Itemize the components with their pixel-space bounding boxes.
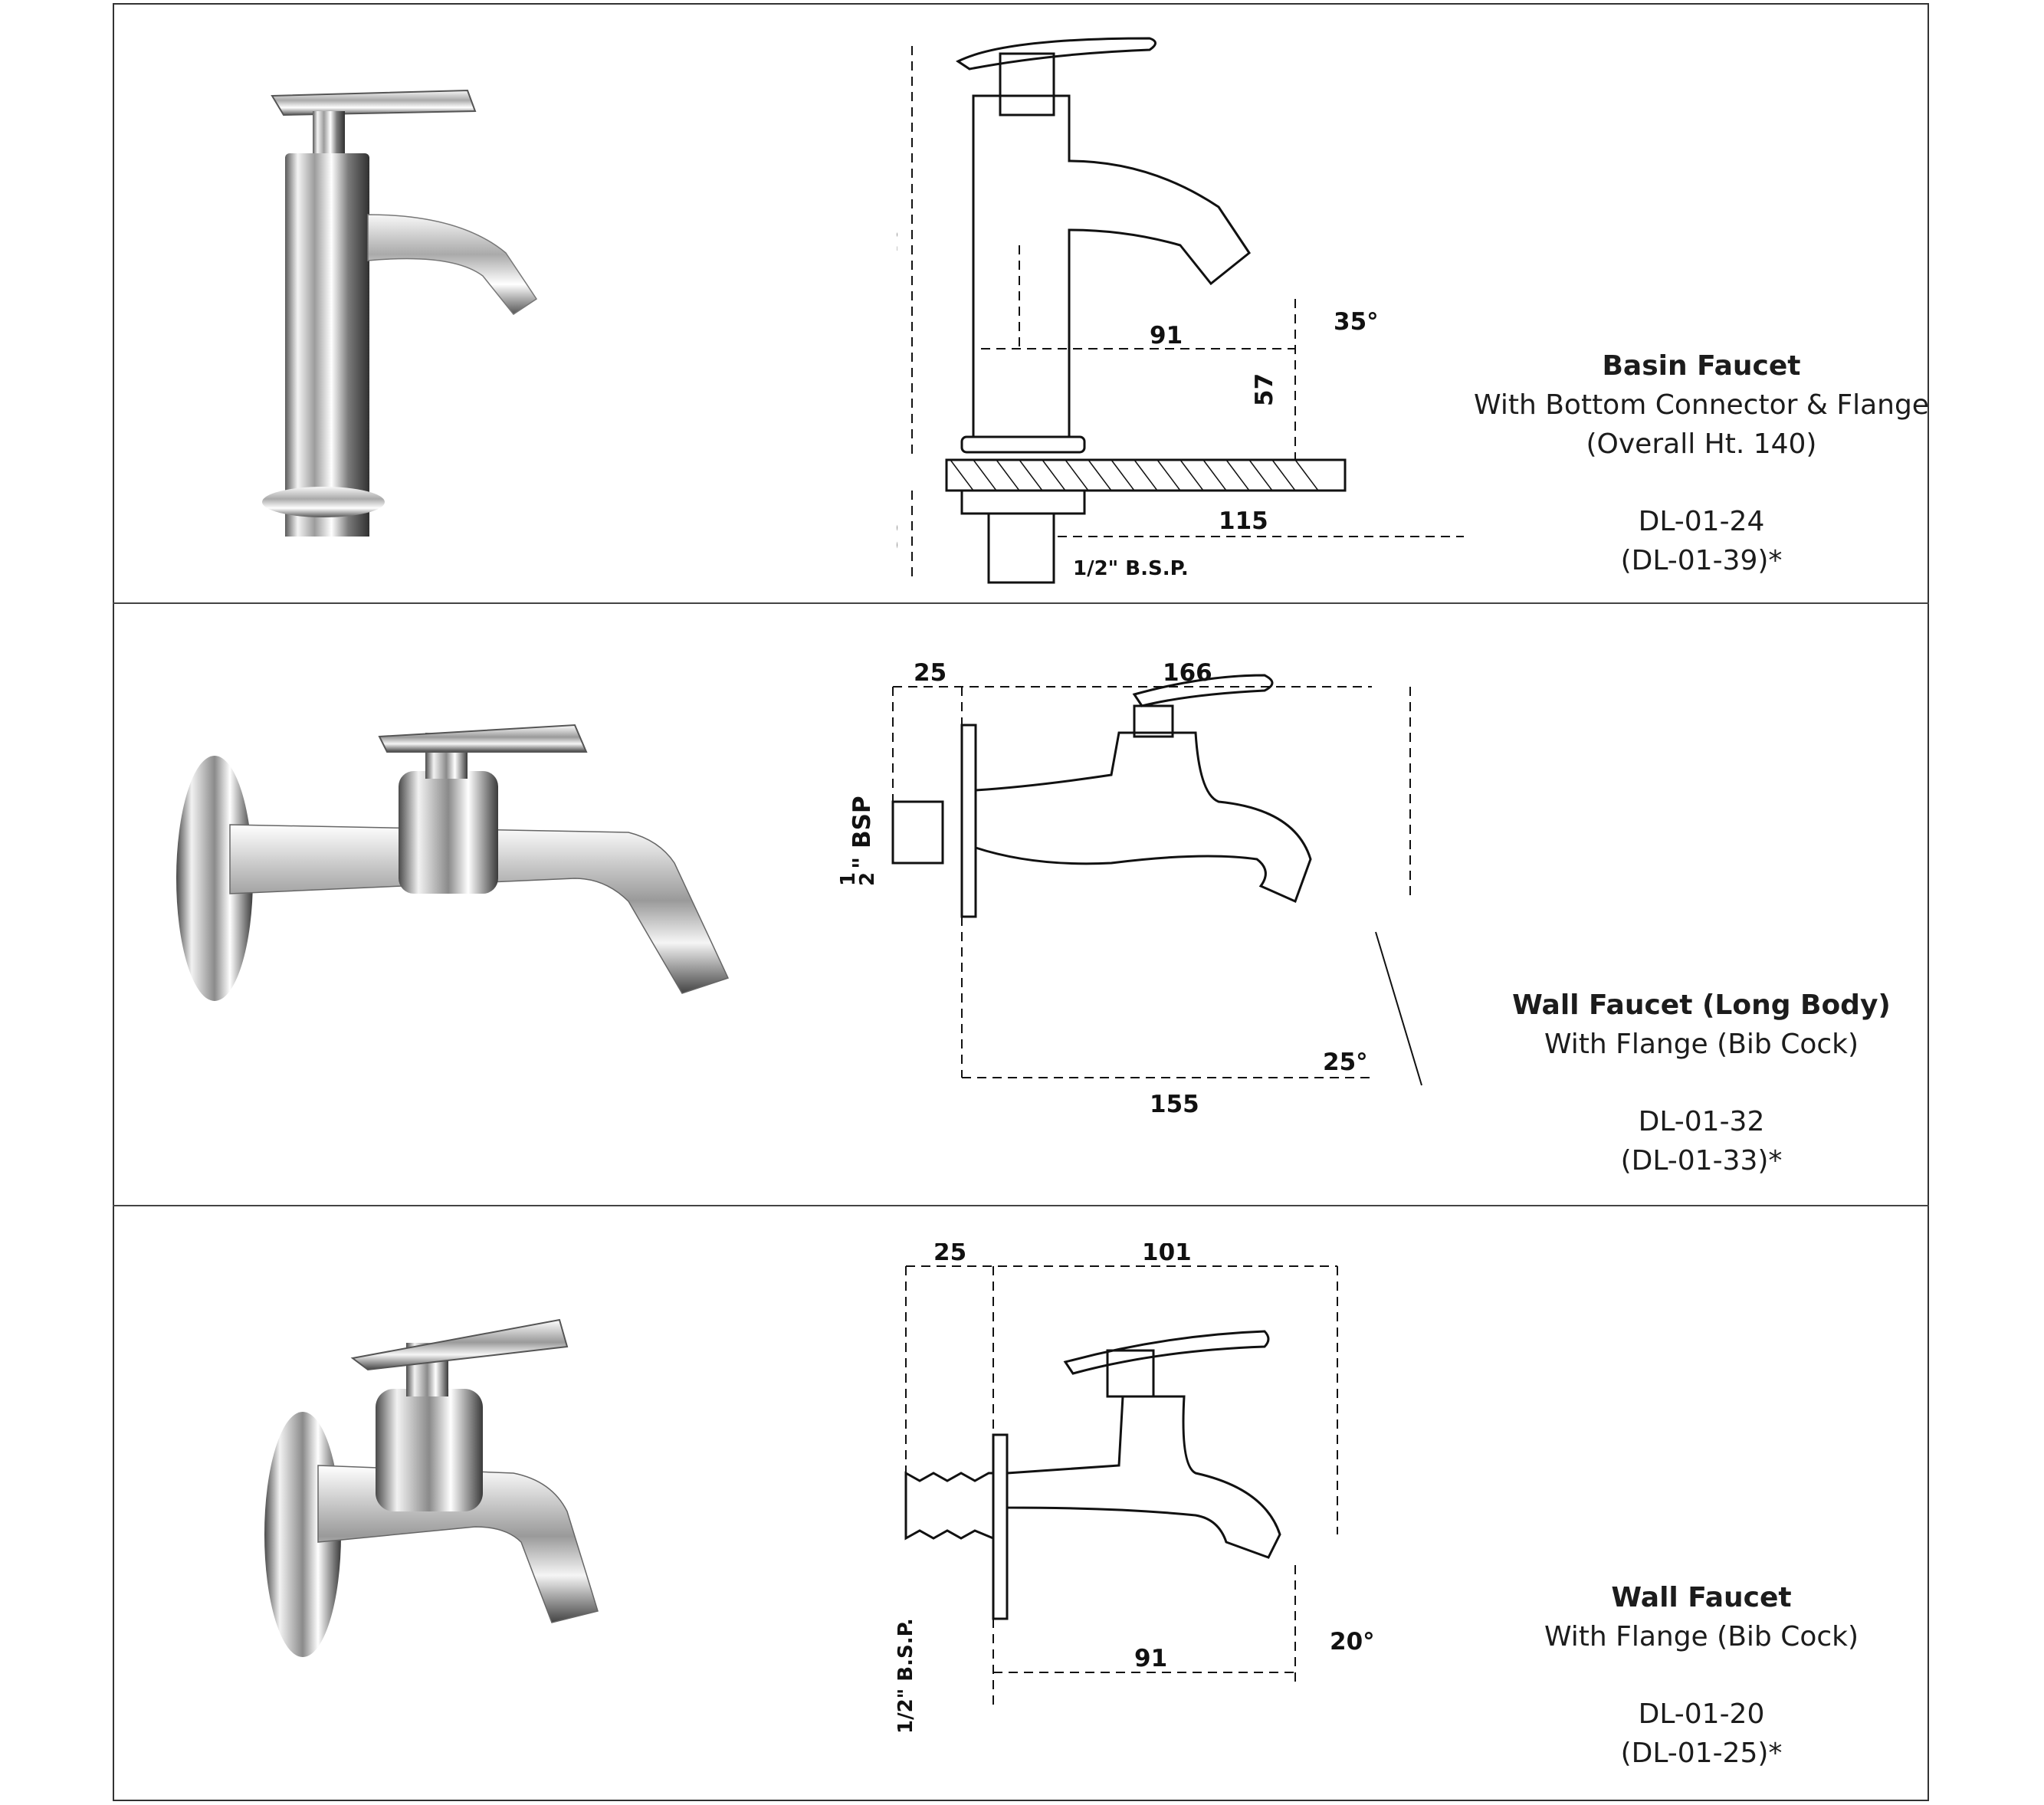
wall-faucet-caption: Wall Faucet With Flange (Bib Cock) DL-01…	[1449, 1578, 1954, 1773]
product-title: Wall Faucet (Long Body)	[1512, 989, 1891, 1021]
basin-faucet-caption: Basin Faucet With Bottom Connector & Fla…	[1449, 346, 1954, 580]
product-alt-code: (DL-01-39)*	[1620, 545, 1783, 576]
wall-dimension: 25	[914, 659, 947, 687]
basin-faucet-technical-drawing: 140 91 57 35° 35 115 1/2" B.S.P.	[897, 37, 1464, 584]
product-note: (Overall Ht. 140)	[1586, 428, 1817, 460]
angle-dimension: 25°	[1323, 1049, 1368, 1076]
product-subtitle: With Flange (Bib Cock)	[1544, 1621, 1859, 1652]
below-deck-dimension: 35	[897, 519, 903, 552]
basin-faucet-photo	[262, 89, 538, 537]
row-divider	[113, 1205, 1929, 1206]
wall-faucet-long-body-photo	[176, 724, 730, 1001]
product-subtitle: With Bottom Connector & Flange	[1474, 389, 1929, 421]
wall-faucet-photo	[264, 1318, 599, 1657]
product-title: Basin Faucet	[1602, 350, 1801, 382]
wall-faucet-technical-drawing: 25 101 91 20° 1/2" B.S.P.	[894, 1243, 1375, 1734]
length-dimension: 101	[1142, 1243, 1192, 1266]
thread-spec: 1/2" B.S.P.	[894, 1618, 917, 1734]
catalog-sheet	[113, 3, 1929, 1801]
thread-spec: 1/2" B.S.P.	[1073, 557, 1189, 580]
angle-dimension: 35°	[1334, 308, 1379, 336]
product-panel-wall-faucet-long-body: 25 166 155 25° 1 2 " BSP Wall Faucet (Lo…	[0, 602, 2044, 1203]
reach-dimension: 155	[1150, 1091, 1199, 1118]
product-title: Wall Faucet	[1611, 1582, 1792, 1613]
thread-unit: " BSP	[848, 796, 876, 869]
height-dimension: 140	[897, 226, 903, 276]
flange-dimension: 115	[1219, 507, 1268, 535]
product-alt-code: (DL-01-25)*	[1620, 1738, 1783, 1769]
product-code: DL-01-24	[1638, 506, 1765, 537]
row-divider	[113, 602, 1929, 604]
product-alt-code: (DL-01-33)*	[1620, 1145, 1783, 1177]
spout-height-dimension: 57	[1251, 373, 1278, 406]
thread-spec: 1 2 " BSP	[837, 796, 879, 886]
product-panel-basin-faucet: 140 91 57 35° 35 115 1/2" B.S.P. Basin F…	[0, 0, 2044, 600]
thread-numerator: 1	[837, 872, 860, 886]
reach-dimension: 91	[1134, 1645, 1167, 1672]
product-panel-wall-faucet: 25 101 91 20° 1/2" B.S.P. Wall Faucet Wi…	[0, 1205, 2044, 1805]
product-subtitle: With Flange (Bib Cock)	[1544, 1029, 1859, 1060]
wall-faucet-long-body-technical-drawing: 25 166 155 25° 1 2 " BSP	[837, 659, 1422, 1118]
length-dimension: 166	[1163, 659, 1212, 687]
product-code: DL-01-20	[1638, 1698, 1765, 1730]
wall-faucet-long-body-caption: Wall Faucet (Long Body) With Flange (Bib…	[1449, 986, 1954, 1180]
wall-dimension: 25	[933, 1243, 966, 1266]
thread-denominator: 2	[856, 872, 879, 886]
reach-dimension: 91	[1150, 322, 1183, 350]
angle-dimension: 20°	[1330, 1628, 1375, 1656]
product-code: DL-01-32	[1638, 1106, 1765, 1137]
